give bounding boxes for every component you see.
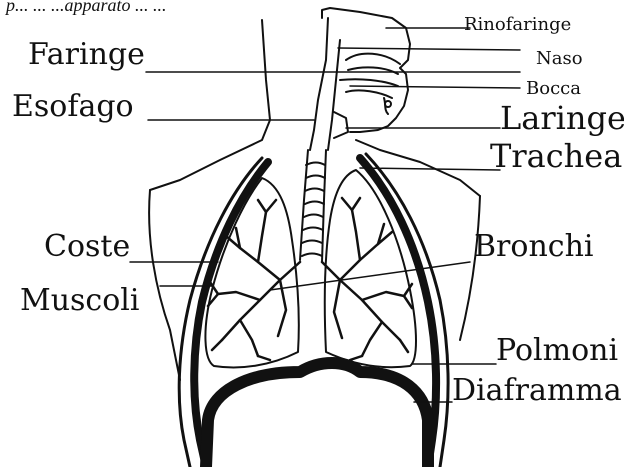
label-bronchi: Bronchi <box>474 232 594 262</box>
top-caption-fragment: p... ... ...apparato ... ... <box>6 0 167 14</box>
label-muscoli: Muscoli <box>20 286 140 316</box>
right-arm <box>460 196 480 340</box>
label-laringe: Laringe <box>500 102 624 134</box>
pharynx-wall <box>310 18 328 150</box>
label-faringe: Faringe <box>28 40 145 70</box>
larynx <box>334 112 348 138</box>
trachea-right-wall <box>322 150 326 262</box>
label-naso: Naso <box>536 50 583 68</box>
label-polmoni: Polmoni <box>496 336 618 366</box>
label-coste: Coste <box>44 232 130 262</box>
left-arm <box>149 190 180 380</box>
left-chest-wall-outer <box>179 158 262 467</box>
label-esofago: Esofago <box>12 92 134 122</box>
diaphragm <box>206 363 428 467</box>
left-bronchial-tree <box>208 200 300 360</box>
label-trachea: Trachea <box>490 140 622 172</box>
label-rinofaringe: Rinofaringe <box>464 16 571 34</box>
uvula-dot <box>385 101 391 107</box>
nasal-cavity <box>340 54 400 86</box>
label-bocca: Bocca <box>526 80 581 98</box>
pharynx-wall-2 <box>328 40 340 150</box>
neck-left <box>150 20 270 190</box>
label-diaframma: Diaframma <box>452 376 622 406</box>
